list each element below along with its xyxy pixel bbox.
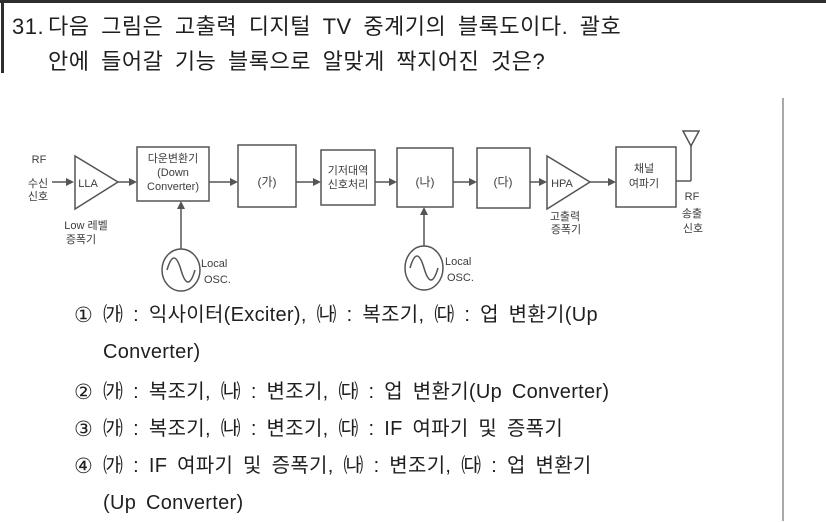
arrowhead (129, 178, 137, 186)
osc1-line2: OSC. (204, 274, 231, 286)
hpa-amplifier: HPA 고출력 증폭기 (546, 154, 592, 236)
osc2-line1: Local (445, 256, 471, 268)
hpa-caption-line1: 고출력 (550, 210, 580, 223)
channel-filter-line2: 여파기 (629, 177, 659, 190)
question-block: 31. 다음 그림은 고출력 디지털 TV 중계기의 블록도이다. 괄호 안에 … (12, 9, 772, 79)
choice-2-number: ② (74, 381, 94, 404)
choice-3-number: ③ (74, 418, 94, 441)
down-converter-line3: Converter) (147, 181, 199, 193)
blank-da-box: (다) (476, 147, 531, 209)
choice-1-number: ① (74, 304, 94, 327)
blank-na-label: (나) (415, 175, 434, 189)
question-line2: 안에 들어갈 기능 블록으로 알맞게 짝지어진 것은? (48, 49, 546, 74)
sine-wave-icon (166, 257, 196, 283)
question-text: 다음 그림은 고출력 디지털 TV 중계기의 블록도이다. 괄호 안에 들어갈 … (48, 9, 772, 79)
rf-output-line3: 신호 (683, 222, 703, 235)
hpa-caption-line2: 증폭기 (551, 223, 581, 236)
arrow-baseband-to-na (375, 178, 397, 186)
baseband-line2: 신호처리 (328, 178, 368, 191)
arrowhead (66, 178, 74, 186)
rf-input-label: RF 수신 신호 (28, 154, 48, 203)
hpa-triangle-shape (546, 154, 592, 211)
rf-output-line2: 송출 (682, 207, 702, 220)
local-osc-2: Local OSC. (404, 207, 474, 291)
lla-caption-line2: 증폭기 (66, 233, 96, 246)
channel-filter-rect (615, 146, 677, 208)
choice-3[interactable]: ③ ㈎ : 복조기, ㈏ : 변조기, ㈐ : IF 여파기 및 증폭기 (74, 411, 784, 448)
choice-4[interactable]: ④ ㈎ : IF 여파기 및 증폭기, ㈏ : 변조기, ㈐ : 업 변환기 (… (74, 448, 784, 522)
arrow-da-to-hpa (530, 178, 547, 186)
arrowhead-up (420, 207, 428, 215)
blank-na-rect (396, 147, 454, 208)
question-line1: 다음 그림은 고출력 디지털 TV 중계기의 블록도이다. 괄호 (48, 14, 622, 39)
down-converter-line1: 다운변환기 (148, 152, 199, 165)
lla-triangle-shape (74, 154, 120, 211)
choice-2[interactable]: ② ㈎ : 복조기, ㈏ : 변조기, ㈐ : 업 변환기(Up Convert… (74, 374, 784, 411)
local-osc-1: Local OSC. (161, 201, 231, 292)
baseband-line1: 기저대역 (328, 164, 368, 177)
choice-4-line1: ㈎ : IF 여파기 및 증폭기, ㈏ : 변조기, ㈐ : 업 변환기 (103, 455, 592, 477)
arrow-downconverter-to-ga (209, 178, 238, 186)
choice-4-line2: (Up Converter) (103, 492, 244, 514)
lla-amplifier: LLA Low 레벨 증폭기 (64, 154, 120, 246)
blank-ga-label: (가) (257, 175, 276, 189)
choice-1-text: ㈎ : 익사이터(Exciter), ㈏ : 복조기, ㈐ : 업 변환기(Up… (103, 297, 774, 371)
choice-4-number: ④ (74, 455, 94, 478)
arrowhead (313, 178, 321, 186)
rf-input-line3: 신호 (28, 190, 48, 203)
choice-1-line1: ㈎ : 익사이터(Exciter), ㈏ : 복조기, ㈐ : 업 변환기(Up (103, 304, 598, 326)
channel-filter-line1: 채널 (634, 162, 654, 175)
block-diagram: RF 수신 신호 LLA Low 레벨 증폭기 다운변환기 (Down Conv… (28, 130, 703, 292)
choice-2-line1: ㈎ : 복조기, ㈏ : 변조기, ㈐ : 업 변환기(Up Converter… (103, 381, 610, 403)
right-column-divider (782, 98, 784, 521)
osc1-line1: Local (201, 258, 227, 270)
osc2-line2: OSC. (447, 272, 474, 284)
rf-output-label: RF 송출 신호 (682, 191, 703, 235)
choice-4-text: ㈎ : IF 여파기 및 증폭기, ㈏ : 변조기, ㈐ : 업 변환기 (Up… (103, 448, 784, 522)
rf-input-line2: 수신 (28, 177, 48, 190)
down-converter-rect (136, 146, 210, 202)
arrow-na-to-da (453, 178, 477, 186)
lla-label: LLA (78, 178, 98, 190)
blank-da-label: (다) (493, 175, 512, 189)
arrowhead (539, 178, 547, 186)
blank-ga-box: (가) (237, 144, 297, 208)
antenna-icon (676, 130, 701, 182)
blank-na-box: (나) (396, 147, 454, 208)
lla-caption-line1: Low 레벨 (64, 219, 107, 232)
blank-ga-rect (237, 144, 297, 208)
down-converter-line2: (Down (157, 167, 189, 179)
choice-1[interactable]: ① ㈎ : 익사이터(Exciter), ㈏ : 복조기, ㈐ : 업 변환기(… (74, 297, 774, 371)
arrowhead (230, 178, 238, 186)
sine-wave-icon (409, 255, 439, 281)
baseband-rect (320, 149, 376, 206)
choice-1-line2: Converter) (103, 341, 201, 363)
arrowhead (469, 178, 477, 186)
choice-3-text: ㈎ : 복조기, ㈏ : 변조기, ㈐ : IF 여파기 및 증폭기 (103, 411, 784, 448)
arrowhead-up (177, 201, 185, 209)
arrow-hpa-to-filter (590, 178, 616, 186)
rf-output-line1: RF (685, 191, 700, 203)
hpa-label: HPA (551, 178, 573, 190)
arrow-ga-to-baseband (296, 178, 321, 186)
arrowhead (389, 178, 397, 186)
blank-da-rect (476, 147, 531, 209)
arrow-lla-to-downconverter (118, 178, 137, 186)
top-border-line (0, 0, 826, 3)
question-number: 31. (12, 14, 45, 39)
channel-filter-box: 채널 여파기 (615, 146, 677, 208)
baseband-box: 기저대역 신호처리 (320, 149, 376, 206)
left-border-line (1, 0, 4, 73)
rf-input-line1: RF (32, 154, 47, 166)
antenna-triangle (681, 130, 701, 148)
arrow-input-to-lla (52, 178, 74, 186)
choice-2-text: ㈎ : 복조기, ㈏ : 변조기, ㈐ : 업 변환기(Up Converter… (103, 374, 784, 411)
down-converter-box: 다운변환기 (Down Converter) (136, 146, 210, 202)
choice-3-line1: ㈎ : 복조기, ㈏ : 변조기, ㈐ : IF 여파기 및 증폭기 (103, 418, 564, 440)
arrowhead (608, 178, 616, 186)
